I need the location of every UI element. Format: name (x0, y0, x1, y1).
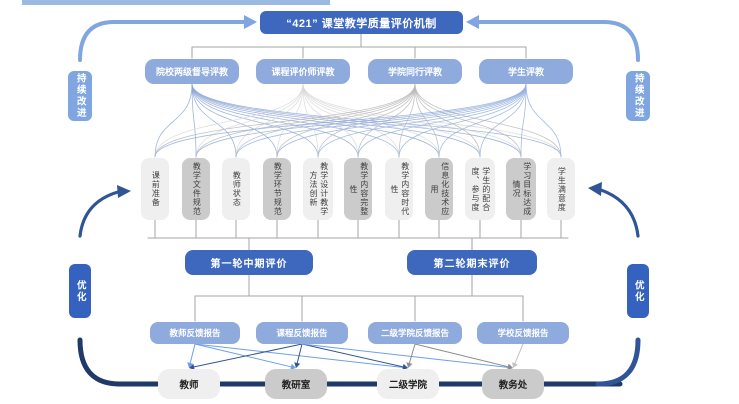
criteria-label: 教师状态 (232, 171, 242, 207)
side-label-text: 持续改进 (74, 73, 86, 119)
side-label-optimize-left: 优化 (69, 264, 91, 318)
criteria-label: 教学文件规范 (192, 162, 202, 216)
criteria-box: 教学环节规范 (263, 158, 291, 220)
report-box: 教师反馈报告 (150, 322, 240, 344)
round2-box: 第二轮期末评价 (407, 250, 537, 275)
criteria-label: 课前准备 (151, 171, 161, 207)
criteria-label: 学生的配合度、参与度 (471, 166, 491, 212)
side-label-text: 优化 (74, 279, 86, 303)
criteria-box: 学习目标达成情况 (506, 158, 536, 220)
report-box: 课程反馈报告 (256, 322, 348, 344)
criteria-box: 教学文件规范 (182, 158, 210, 220)
org-box: 教研室 (265, 369, 327, 399)
org-box: 教师 (158, 369, 220, 399)
slide-accent-bar (22, 0, 330, 5)
criteria-label: 教学内容完整性 (349, 162, 369, 216)
evaluator-box: 学生评教 (479, 59, 573, 84)
criteria-box: 教学内容时代性 (385, 158, 413, 220)
round1-box: 第一轮中期评价 (185, 250, 313, 275)
criteria-label: 教学环节规范 (273, 162, 283, 216)
criteria-box: 学生的配合度、参与度 (465, 158, 495, 220)
org-box: 二级学院 (377, 369, 439, 399)
report-box: 学校反馈报告 (477, 322, 569, 344)
side-label-text: 持续改进 (632, 73, 644, 119)
criteria-label: 学习目标达成情况 (512, 162, 532, 216)
side-label-text: 优化 (632, 279, 644, 303)
criteria-label: 信息化技术应用 (430, 162, 450, 216)
criteria-label: 教学设计教学方法创新 (309, 162, 329, 216)
evaluator-box: 院校两级督导评教 (145, 59, 239, 84)
side-label-optimize-right: 优化 (627, 264, 649, 318)
criteria-label: 学生满意度 (557, 166, 567, 212)
criteria-box: 教师状态 (222, 158, 250, 220)
evaluator-box: 学院同行评教 (368, 59, 462, 84)
criteria-box: 教学设计教学方法创新 (303, 158, 333, 220)
org-box: 教务处 (482, 369, 544, 399)
side-label-continuous-improve-right: 持续改进 (626, 71, 650, 121)
criteria-box: 教学内容完整性 (344, 158, 372, 220)
criteria-box: 学生满意度 (547, 158, 575, 220)
evaluator-box: 课程评价师评教 (256, 59, 350, 84)
diagram-title: “421” 课堂教学质量评价机制 (260, 11, 463, 34)
criteria-box: 信息化技术应用 (425, 158, 453, 220)
criteria-box: 课前准备 (141, 158, 169, 220)
side-label-continuous-improve-left: 持续改进 (68, 71, 92, 121)
criteria-label: 教学内容时代性 (390, 162, 410, 216)
report-box: 二级学院反馈报告 (368, 322, 462, 344)
